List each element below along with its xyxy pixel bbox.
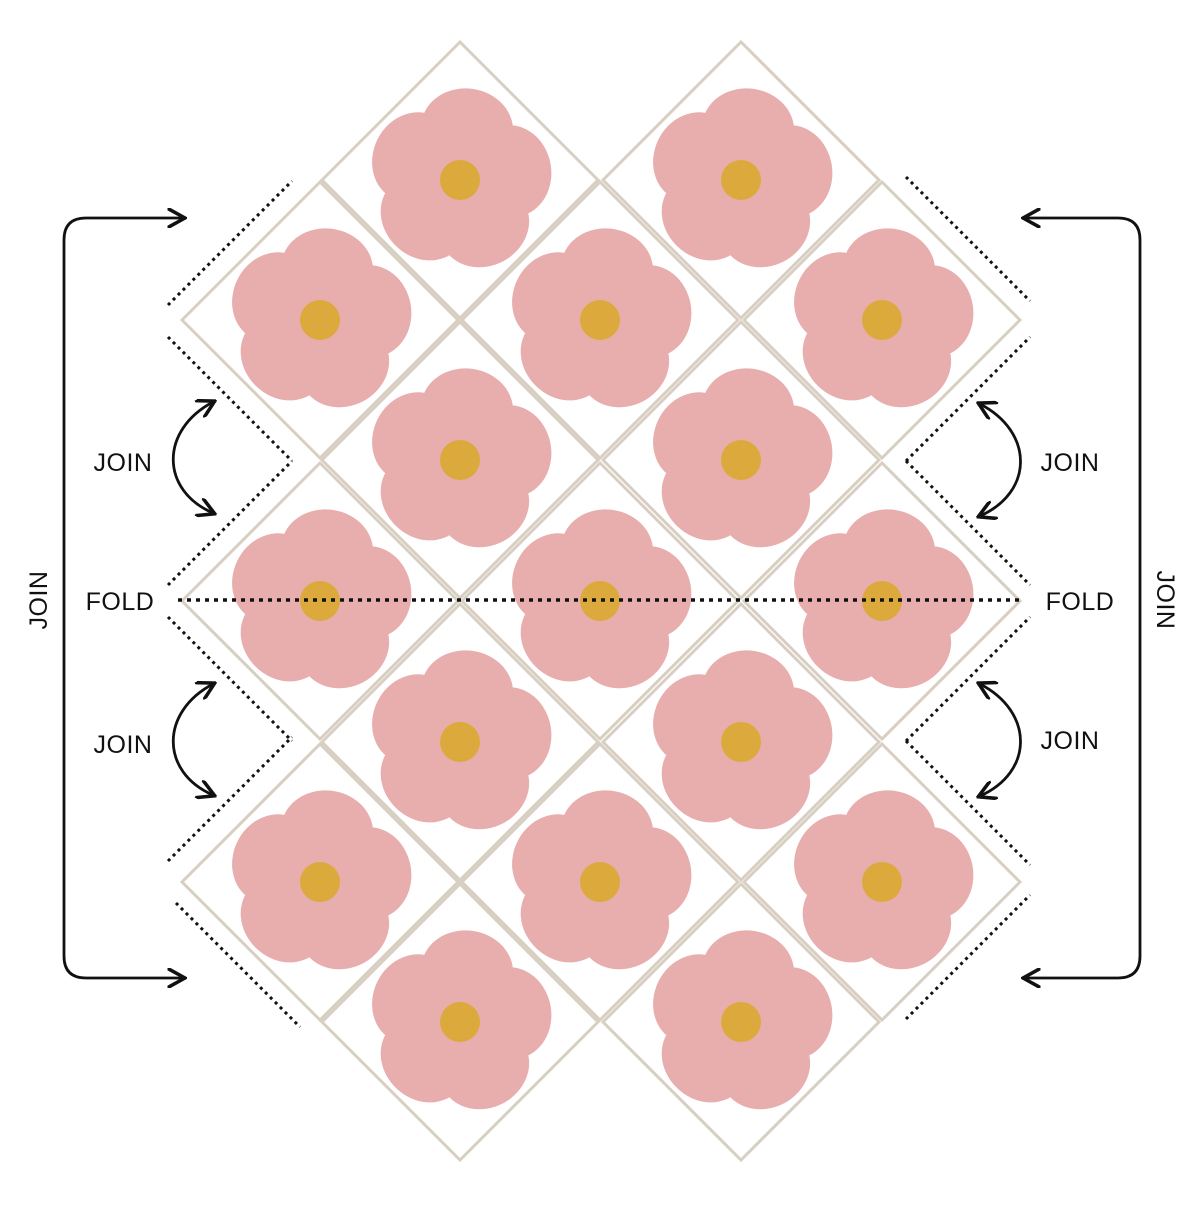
join-seam-lines — [166, 175, 1032, 1029]
join-label-vertical-right: JOIN — [1151, 571, 1179, 630]
flower-icon — [794, 509, 974, 689]
flower-tile — [179, 179, 461, 461]
join-label-left-upper: JOIN — [94, 449, 153, 477]
flower-tile — [179, 460, 461, 742]
join-bracket-right — [1025, 218, 1142, 978]
flower-tile — [179, 741, 461, 1023]
seam-line-left-2 — [166, 335, 294, 463]
flower-center — [440, 160, 480, 200]
flower-center — [721, 1002, 761, 1042]
flower-icon — [372, 368, 552, 548]
flower-tile — [741, 741, 1023, 1023]
seam-line-left-4 — [166, 615, 294, 743]
seam-line-left-3 — [166, 459, 294, 587]
flower-icon — [794, 228, 974, 408]
flower-icon — [653, 650, 833, 830]
seam-line-left-1 — [166, 179, 294, 307]
seam-line-left-6 — [174, 901, 302, 1029]
flower-center — [721, 722, 761, 762]
flower-tile — [600, 601, 882, 883]
flower-center — [440, 440, 480, 480]
curved-arrow-right-upper — [980, 404, 1022, 516]
join-bracket-left — [62, 218, 183, 978]
join-label-right-upper: JOIN — [1041, 449, 1100, 477]
seam-line-right-5 — [904, 739, 1032, 867]
flower-tile — [600, 39, 882, 321]
flower-icon — [794, 790, 974, 970]
fold-label-left: FOLD — [86, 588, 155, 616]
flower-center — [721, 160, 761, 200]
flower-center — [580, 581, 620, 621]
flower-center — [300, 300, 340, 340]
flower-icon — [653, 930, 833, 1110]
flower-tile — [600, 319, 882, 601]
curved-arrow-left-lower — [171, 684, 213, 795]
flower-tile — [319, 601, 601, 883]
flower-icon — [232, 228, 412, 408]
curved-arrow-right-lower — [980, 684, 1022, 796]
flower-center — [862, 300, 902, 340]
seam-line-left-5 — [166, 735, 294, 863]
flower-tile — [319, 319, 601, 601]
flower-center — [721, 440, 761, 480]
flower-icon — [653, 88, 833, 268]
flower-icon — [232, 790, 412, 970]
seam-line-right-2 — [904, 335, 1032, 463]
flower-tile — [600, 881, 882, 1163]
flower-icon — [512, 509, 692, 689]
join-label-vertical-left: JOIN — [25, 571, 53, 630]
join-label-right-lower: JOIN — [1041, 727, 1100, 755]
flower-center — [300, 581, 340, 621]
seam-line-right-4 — [904, 615, 1032, 743]
flower-icon — [512, 228, 692, 408]
curved-arrow-left-upper — [171, 402, 213, 513]
flower-center — [440, 1002, 480, 1042]
fold-label-right: FOLD — [1046, 588, 1115, 616]
flower-icon — [372, 88, 552, 268]
flower-tile — [459, 460, 741, 742]
flower-tile — [319, 39, 601, 321]
flower-center — [580, 300, 620, 340]
tile-grid — [179, 39, 1023, 1163]
flower-icon — [512, 790, 692, 970]
seam-line-right-6 — [904, 893, 1032, 1021]
flower-tile — [319, 881, 601, 1163]
flower-center — [300, 862, 340, 902]
flower-center — [862, 862, 902, 902]
flower-icon — [653, 368, 833, 548]
flower-icon — [372, 650, 552, 830]
flower-center — [440, 722, 480, 762]
join-label-left-lower: JOIN — [94, 731, 153, 759]
flower-tile — [459, 741, 741, 1023]
flower-icon — [372, 930, 552, 1110]
flower-tile — [741, 179, 1023, 461]
seam-line-right-1 — [904, 175, 1032, 303]
seam-line-right-3 — [904, 459, 1032, 587]
flower-center — [580, 862, 620, 902]
flower-tile — [459, 179, 741, 461]
